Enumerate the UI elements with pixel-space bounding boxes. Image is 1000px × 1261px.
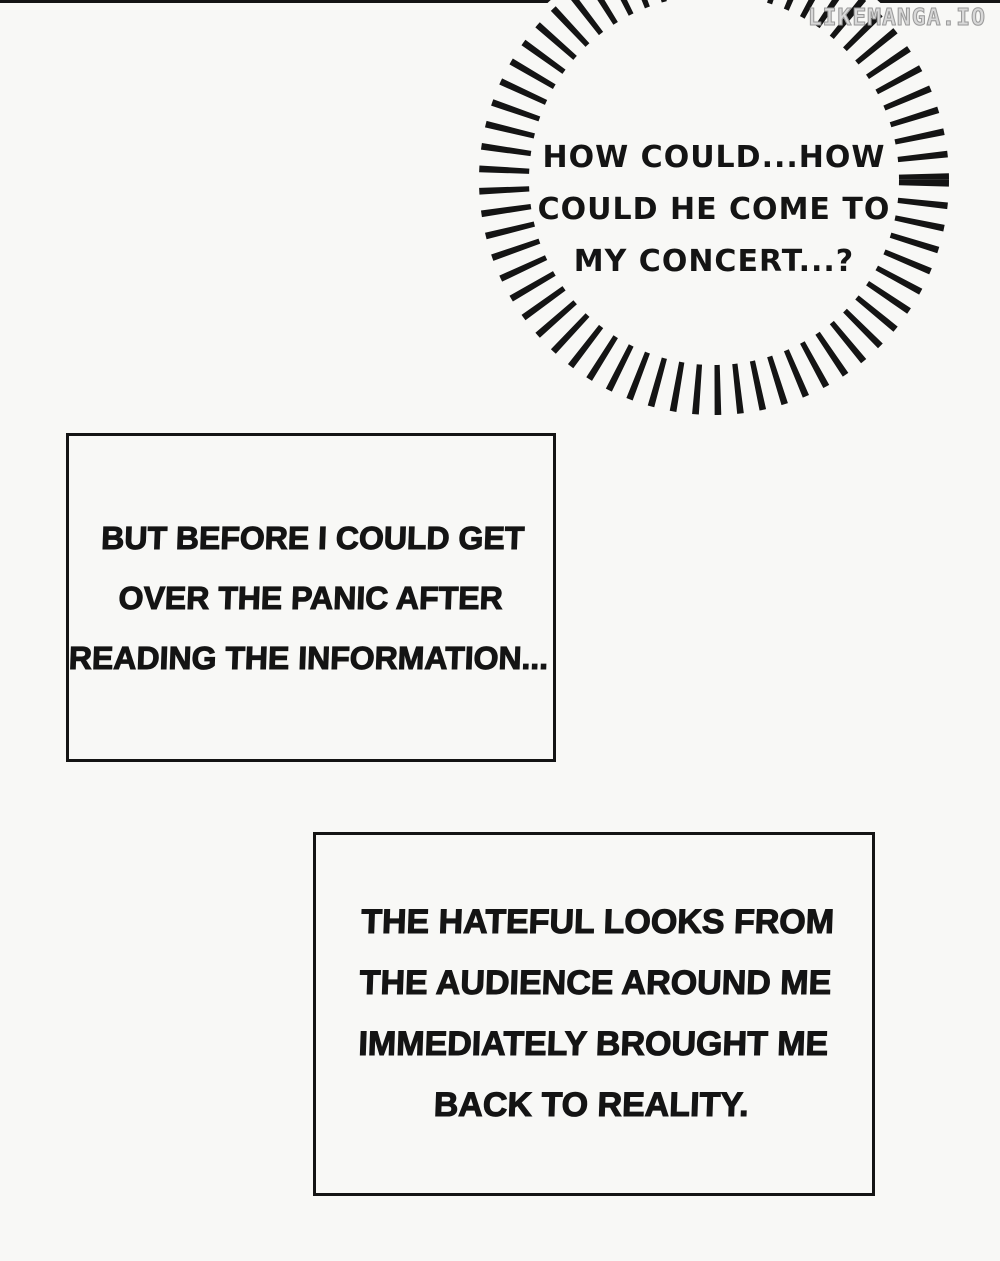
burst-speech-bubble: HOW COULD...HOW COULD HE COME TO MY CONC… <box>464 0 964 430</box>
caption-text-line: READING THE INFORMATION... <box>68 639 550 676</box>
panel-divider-line <box>0 0 1000 3</box>
burst-bubble-shape <box>471 0 957 423</box>
caption-box-1: BUT BEFORE I COULD GET OVER THE PANIC AF… <box>66 433 556 762</box>
caption-text-line: BACK TO REALITY. <box>432 1085 749 1124</box>
bubble-fill <box>471 0 957 423</box>
caption-text-line: IMMEDIATELY BROUGHT ME <box>357 1024 829 1063</box>
bubble-text-line: MY CONCERT...? <box>573 244 855 279</box>
caption-box-2: THE HATEFUL LOOKS FROM THE AUDIENCE AROU… <box>313 832 875 1196</box>
bubble-text-line: COULD HE COME TO <box>537 192 891 227</box>
bubble-tick-ring <box>479 0 949 415</box>
site-watermark: LIKEMANGA.IO <box>807 5 986 32</box>
caption-text-line: THE AUDIENCE AROUND ME <box>358 963 832 1002</box>
caption-text-line: BUT BEFORE I COULD GET <box>100 519 526 556</box>
caption-text: THE HATEFUL LOOKS FROM THE AUDIENCE AROU… <box>353 892 835 1136</box>
caption-text-line: OVER THE PANIC AFTER <box>118 579 504 616</box>
bubble-text: HOW COULD...HOW COULD HE COME TO MY CONC… <box>464 0 964 430</box>
caption-text-line: THE HATEFUL LOOKS FROM <box>360 902 835 941</box>
caption-text: BUT BEFORE I COULD GET OVER THE PANIC AF… <box>68 508 554 688</box>
bubble-text-line: HOW COULD...HOW <box>542 140 886 175</box>
